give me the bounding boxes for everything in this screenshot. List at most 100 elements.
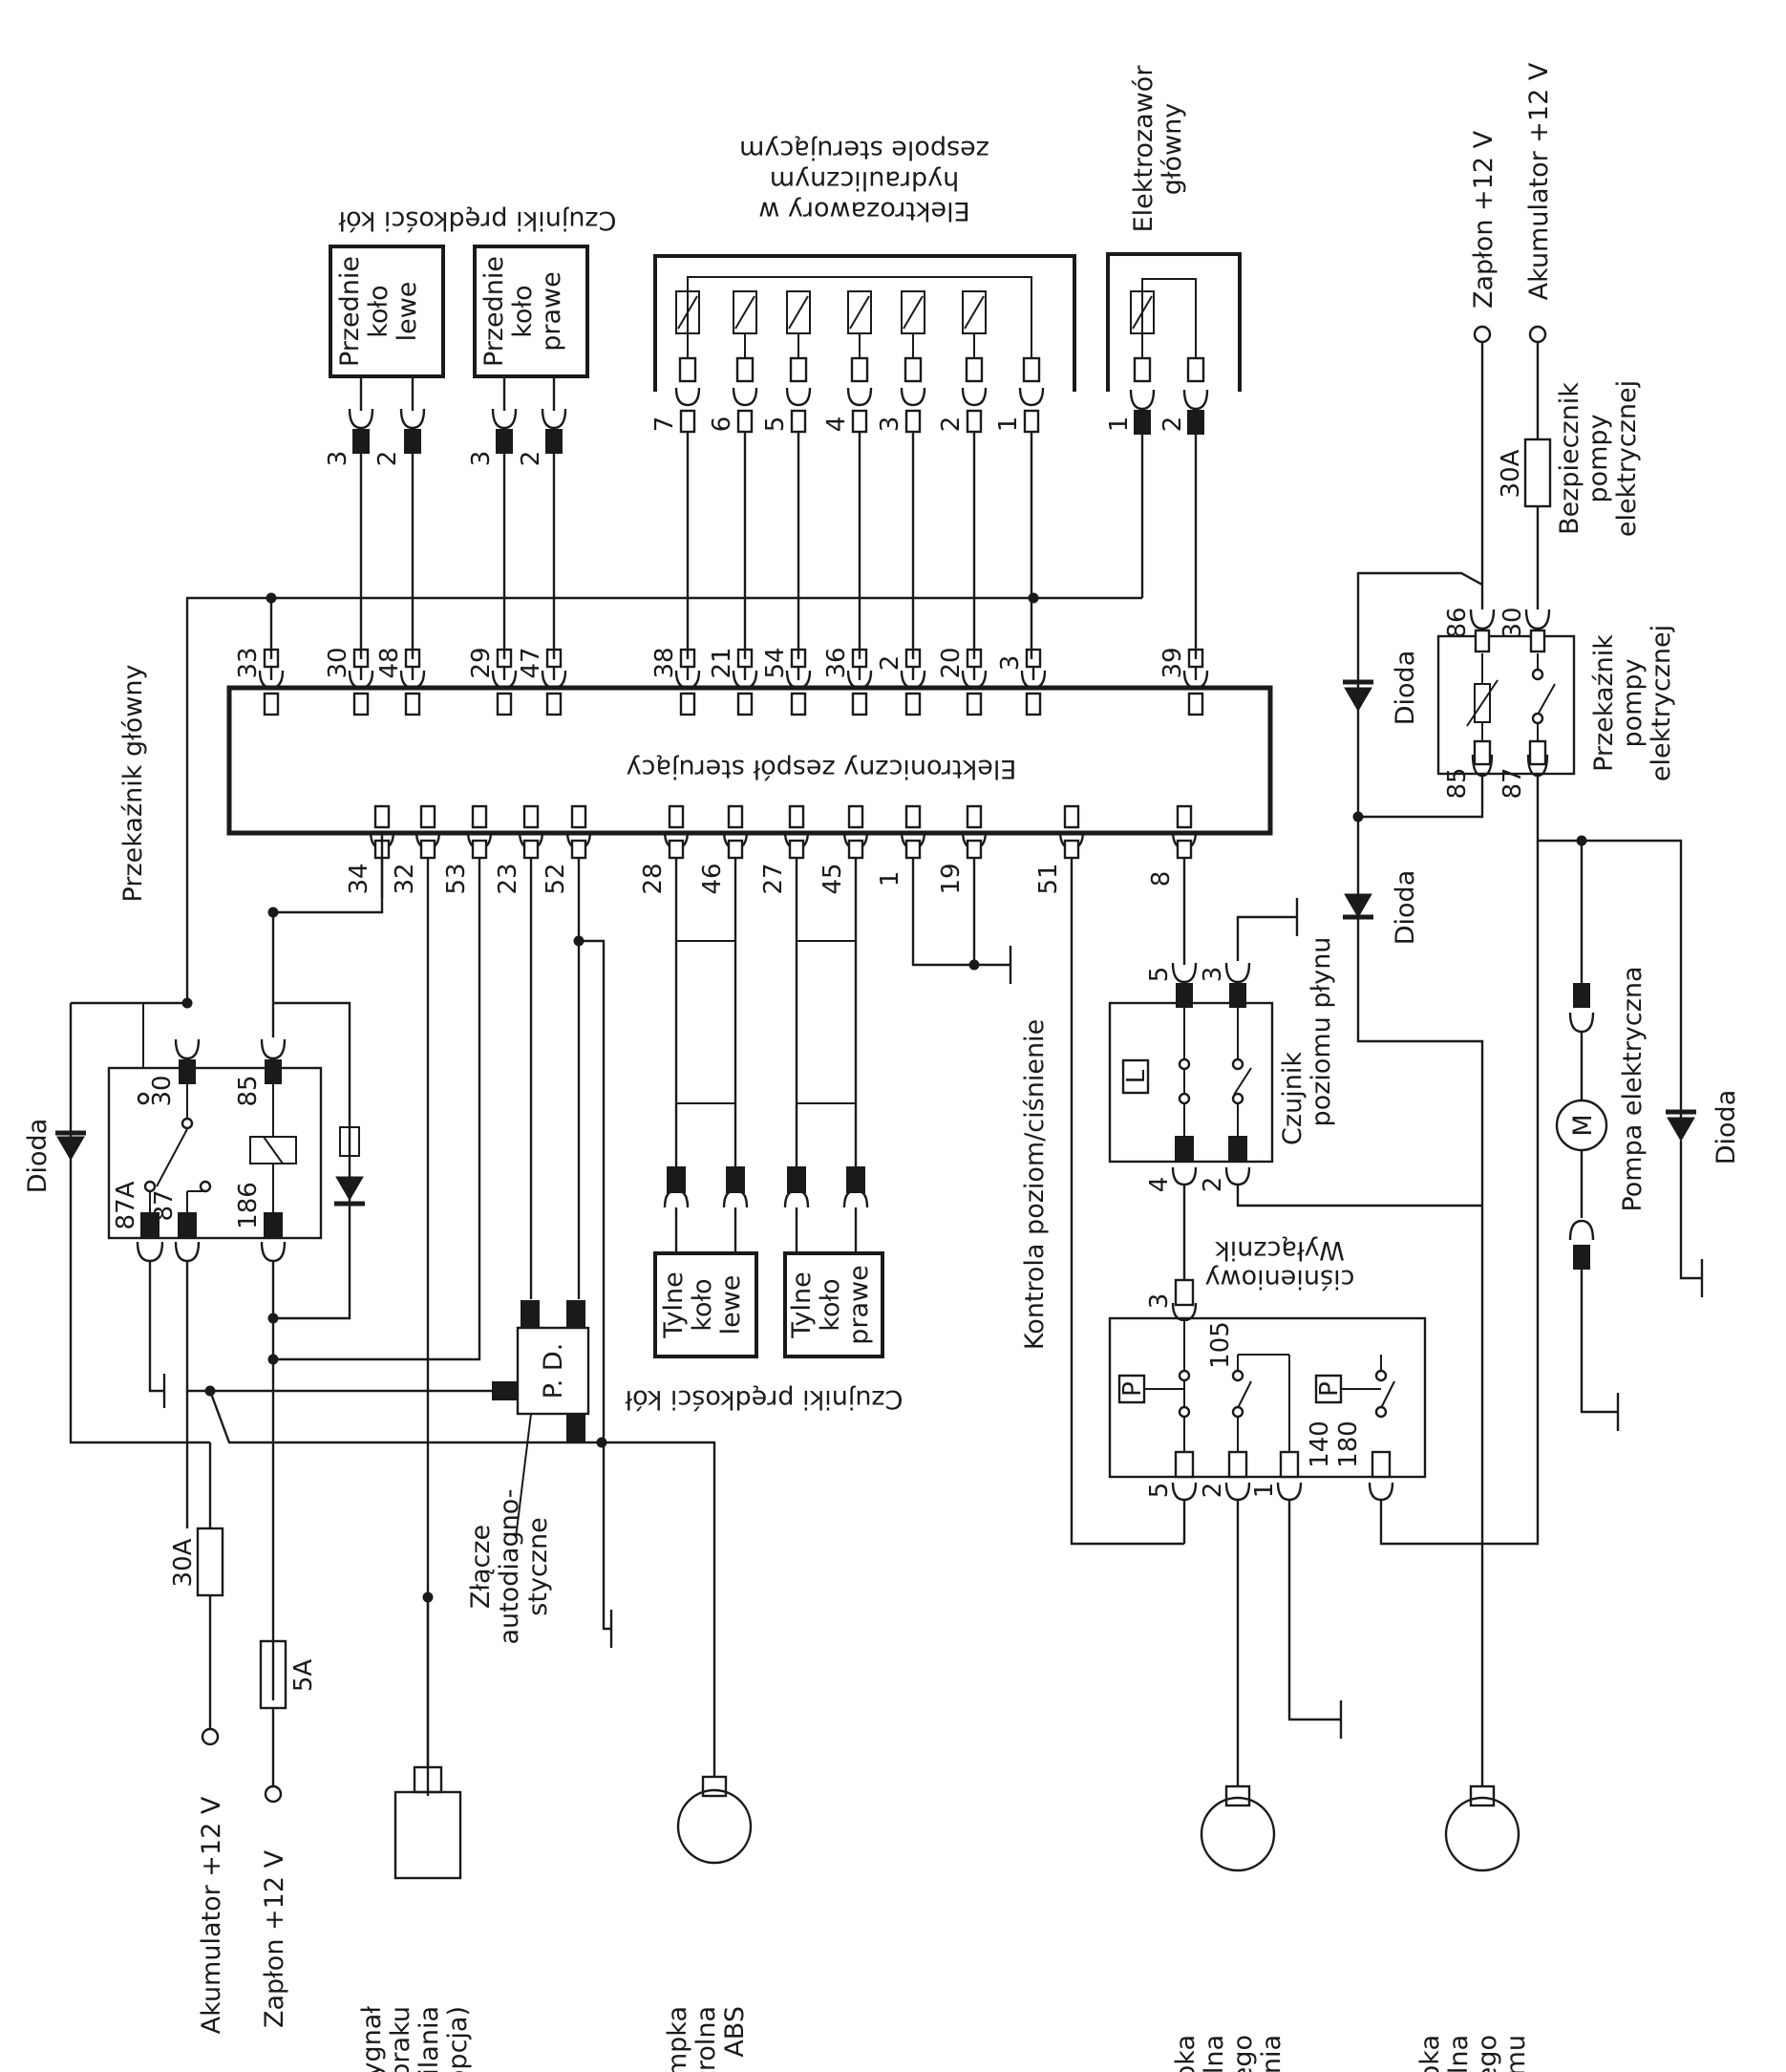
pump-relay [1358, 608, 1683, 1127]
ecu-bottom-pin: 52 [542, 804, 592, 895]
pump-fuse-rating: 30A [1497, 449, 1525, 498]
pump-relay-pin-87: 87 [1499, 767, 1527, 799]
ecu-bottom-pin: 46 [698, 804, 749, 895]
diode-lower-label: Dioda [1391, 870, 1420, 946]
rear-left-line3: lewe [716, 1275, 746, 1335]
pump-diode-label: Dioda [1712, 1090, 1741, 1165]
pressure-symbol-right: P [1315, 1381, 1344, 1397]
ecu-bottom-pin: 8 [1147, 804, 1198, 887]
ecu-top-pin-label: 2 [876, 655, 904, 672]
abs-lamp-label-2: kontrolna [691, 2006, 721, 2072]
ecu-bottom-pin: 51 [1034, 804, 1085, 895]
diag-symbol: P. D. [539, 1343, 568, 1399]
signal-label-2: braku [386, 2006, 415, 2072]
ecu-bottom-pin-label: 52 [542, 863, 570, 894]
pressure-lamp-label-4: ciśnienia [1257, 2035, 1286, 2072]
right-supply [1473, 325, 1552, 609]
ignition-terminal-left [264, 1784, 283, 1804]
ecu-top-pin: 2 [876, 648, 926, 716]
pressure-lamp-icon [1200, 1796, 1276, 1872]
valve-solenoid: 6 [708, 290, 758, 659]
rear-left-line1: Tylne [659, 1271, 689, 1339]
ecu-bottom-pin: 53 [442, 804, 493, 895]
pump-fuse [1523, 438, 1552, 508]
level-sensor [1108, 858, 1482, 1280]
ecu-bottom-pin: 23 [494, 804, 544, 895]
battery-right-label: Akumulator +12 V [1524, 62, 1554, 300]
diode-upper-label: Dioda [1391, 651, 1420, 726]
level-lamp-label-3: niskiego [1473, 2035, 1502, 2072]
signal-label-3: zasilania [415, 2006, 444, 2072]
ecu-top-pin: 48 [375, 647, 426, 716]
level-sensor-L-box [1121, 1058, 1150, 1095]
valve-pin-label: 4 [822, 417, 851, 433]
diag-connector [492, 1300, 590, 1539]
bottom-battery-label: Akumulator +12 V [197, 1796, 226, 2034]
pump-label: Pompa elektryczna [1618, 966, 1648, 1211]
ecu-bottom-pin-label: 27 [759, 863, 788, 894]
ecu-top-pin-label: 54 [761, 647, 790, 678]
main-valve-block [1106, 252, 1242, 659]
ecu-bottom-pin-label: 53 [442, 863, 471, 894]
valve-solenoid: 7 [650, 290, 701, 659]
main-relay-label: Przekaźnik główny [118, 665, 148, 903]
ignition-terminal-right [1473, 325, 1492, 344]
electric-pump [1555, 835, 1704, 1431]
ecu-top-pin-label: 29 [467, 647, 496, 678]
ecu-bottom-pin-label: 8 [1147, 871, 1176, 887]
main-valve-pin-2: 2 [1159, 417, 1187, 433]
ecu-top-pin: 54 [761, 647, 812, 716]
ecu-bottom-pin: 45 [819, 804, 869, 895]
pump-relay-pin-86: 86 [1443, 607, 1472, 638]
valve-heading-2: hydraulicznym [770, 165, 959, 195]
level-lamp-icon [1444, 1796, 1520, 1872]
rear-right-line1: Tylne [787, 1271, 817, 1339]
ecu-top-pin: 47 [517, 647, 567, 716]
fr-pin-3: 3 [467, 451, 496, 467]
signal-label-4: (opcja) [443, 2006, 473, 2072]
level-pin-2: 2 [1199, 1177, 1227, 1193]
ignition-fuse-rating: 5A [289, 1659, 318, 1693]
main-valve-heading-2: główny [1158, 103, 1187, 196]
ecu-top-pin-label: 36 [822, 647, 851, 678]
main-relay-pin-30: 30 [148, 1075, 177, 1106]
main-relay-diode-label: Dioda [23, 1119, 53, 1194]
valve-solenoid: 2 [937, 290, 988, 659]
ecu-bottom-pin: 28 [639, 804, 690, 895]
valve-solenoid: 5 [761, 290, 812, 659]
ecu-top-pin-label: 30 [324, 647, 352, 678]
battery-terminal-left [201, 1727, 220, 1746]
valve-heading-3: zespole sterującym [739, 135, 989, 164]
ecu-top-pin: 21 [708, 647, 758, 716]
ecu-top-pin-label: 38 [650, 647, 679, 678]
valve-solenoid: 3 [876, 290, 926, 659]
battery-terminal-right [1528, 325, 1547, 344]
ecu-top-pin-label: 20 [937, 647, 966, 678]
diag-label-3: styczne [523, 1517, 553, 1615]
ecu-block [226, 685, 1273, 836]
level-pin-5: 5 [1145, 967, 1174, 983]
pressure-switch [1108, 841, 1540, 1786]
front-right-line3: prawe [537, 271, 566, 351]
battery-fuse [196, 1527, 224, 1597]
pressure-symbol-left: P [1118, 1381, 1147, 1397]
ecu-top-pin-label: 48 [375, 647, 404, 678]
ecu-bottom-wiring [267, 858, 716, 1796]
rear-right-line3: prawe [844, 1265, 874, 1344]
ecu-bottom-pin-label: 51 [1034, 863, 1063, 894]
pressure-pin-1: 1 [1250, 1483, 1279, 1499]
level-pin-3: 3 [1199, 967, 1227, 983]
rear-sensor-wiring [653, 858, 884, 1358]
top-bus-wires [181, 592, 1142, 1009]
ecu-top-pin-label: 39 [1159, 647, 1187, 678]
fl-pin-3: 3 [324, 451, 352, 467]
front-right-line1: Przednie [479, 256, 509, 367]
valve-heading-1: Elektrozawory w [758, 196, 969, 225]
pressure-pin-2: 2 [1199, 1483, 1227, 1499]
ecu-top-pin-label: 33 [234, 647, 263, 678]
rear-left-line2: koło [688, 1278, 717, 1331]
pump-relay-label-2: pompy [1618, 658, 1648, 747]
pump-relay-label-1: Przekaźnik [1589, 634, 1619, 772]
